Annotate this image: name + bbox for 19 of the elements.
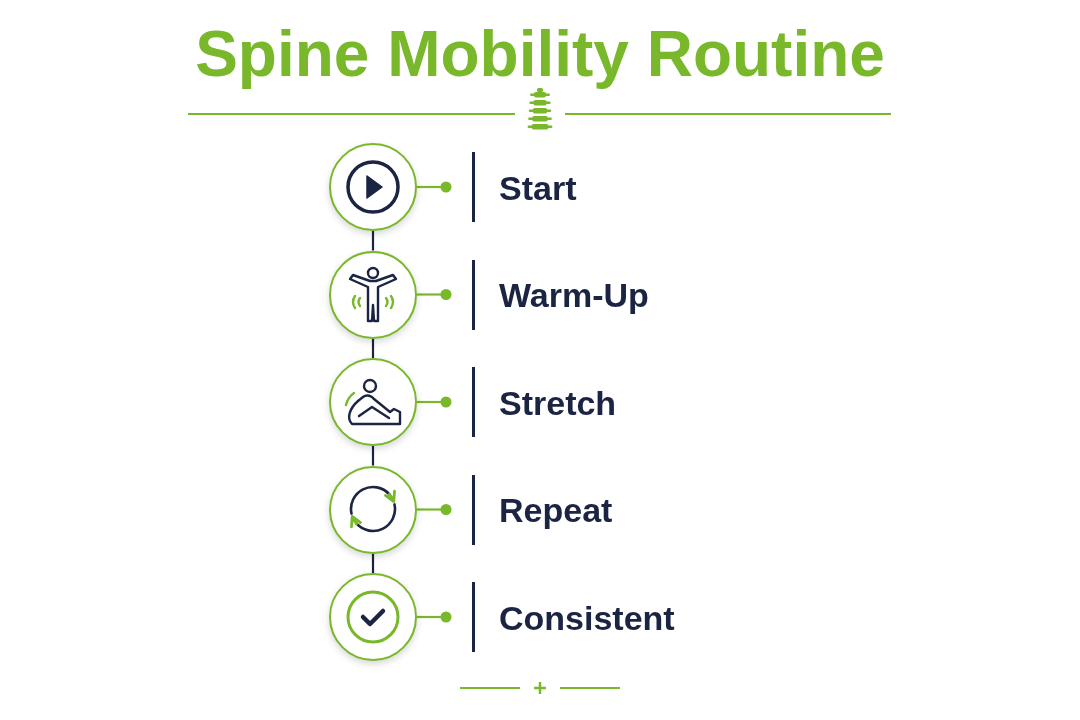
step-label: Warm-Up <box>499 278 649 313</box>
step-circle <box>329 250 417 339</box>
dot-connector-line <box>417 611 452 623</box>
dot-connector-line <box>417 396 452 408</box>
dot-connector-line <box>417 504 452 515</box>
dot-connector-line <box>417 181 452 193</box>
step-label: Stretch <box>499 385 617 420</box>
connector-line <box>371 446 375 466</box>
dot-connector-line <box>417 289 452 300</box>
connector-line <box>371 231 375 251</box>
step-circle <box>329 143 417 231</box>
connector-line <box>371 338 375 358</box>
step-circle <box>329 465 417 554</box>
step-label: Consistent <box>499 600 675 635</box>
step-circle <box>329 358 417 446</box>
connector-line <box>371 553 375 573</box>
step-label: Start <box>499 170 577 205</box>
step-circle <box>329 573 417 661</box>
step-label: Repeat <box>499 493 613 528</box>
